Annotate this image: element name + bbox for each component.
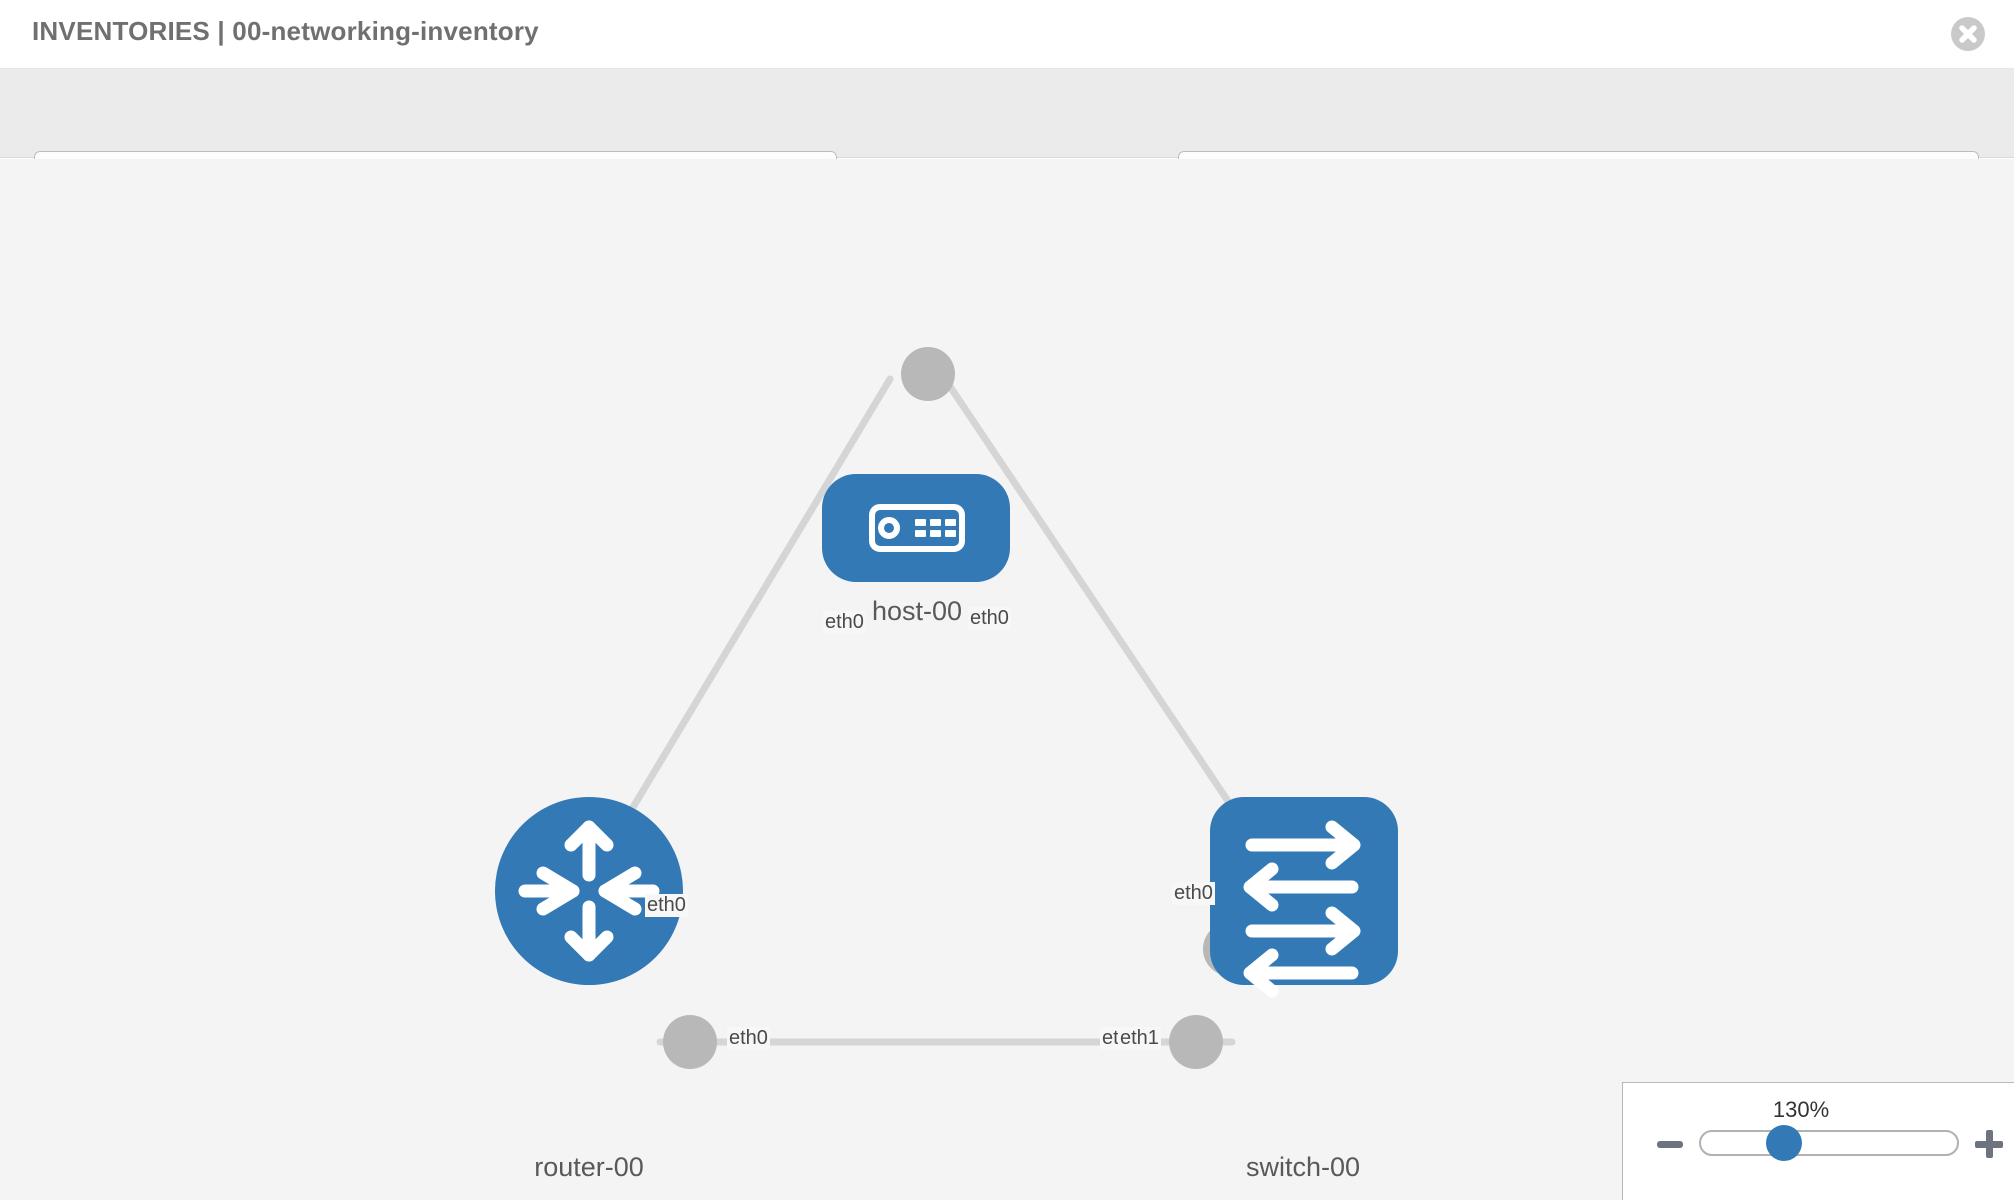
connector-router-right <box>663 1015 717 1069</box>
node-switch-00[interactable] <box>1210 797 1398 998</box>
zoom-slider-track[interactable] <box>1699 1130 1959 1156</box>
iface-label-switch-to-router: eth1 <box>1118 1027 1161 1050</box>
link-host-switch <box>941 375 1252 835</box>
zoom-control-panel: 130% <box>1622 1082 2014 1200</box>
iface-label-switch-to-host: eth0 <box>1172 882 1215 905</box>
close-icon[interactable] <box>1951 17 1985 51</box>
router-arrows-icon <box>518 820 660 962</box>
node-router-00[interactable] <box>495 797 683 985</box>
page-header: INVENTORIES | 00-networking-inventory <box>0 0 2014 69</box>
connector-host-right <box>901 347 955 401</box>
topology-canvas[interactable]: host-00 router-00 switch-00 eth0 eth0 et… <box>0 159 2014 1200</box>
iface-label-host-to-switch: eth0 <box>968 607 1011 630</box>
zoom-slider-thumb[interactable] <box>1766 1125 1802 1161</box>
connector-switch-left <box>1169 1015 1223 1069</box>
topology-graph <box>495 347 1398 1069</box>
page-title: INVENTORIES | 00-networking-inventory <box>32 16 539 46</box>
iface-label-host-to-router: eth0 <box>823 611 866 634</box>
iface-label-router-to-host: eth0 <box>645 894 688 917</box>
server-icon <box>869 504 965 552</box>
node-label-switch-00: switch-00 <box>1242 1152 1364 1183</box>
node-host-00[interactable] <box>822 474 1010 582</box>
iface-label-router-to-switch: eth0 <box>727 1027 770 1050</box>
zoom-level-value: 130% <box>1772 1097 1830 1122</box>
switch-arrows-icon <box>1243 820 1361 998</box>
zoom-in-button[interactable] <box>1975 1130 2003 1158</box>
node-label-host-00: host-00 <box>868 596 966 627</box>
toolbar: ACTIONS SEARCH <box>0 69 2014 206</box>
link-host-router <box>616 375 894 833</box>
node-label-router-00: router-00 <box>531 1152 647 1183</box>
zoom-out-button[interactable] <box>1657 1141 1683 1148</box>
